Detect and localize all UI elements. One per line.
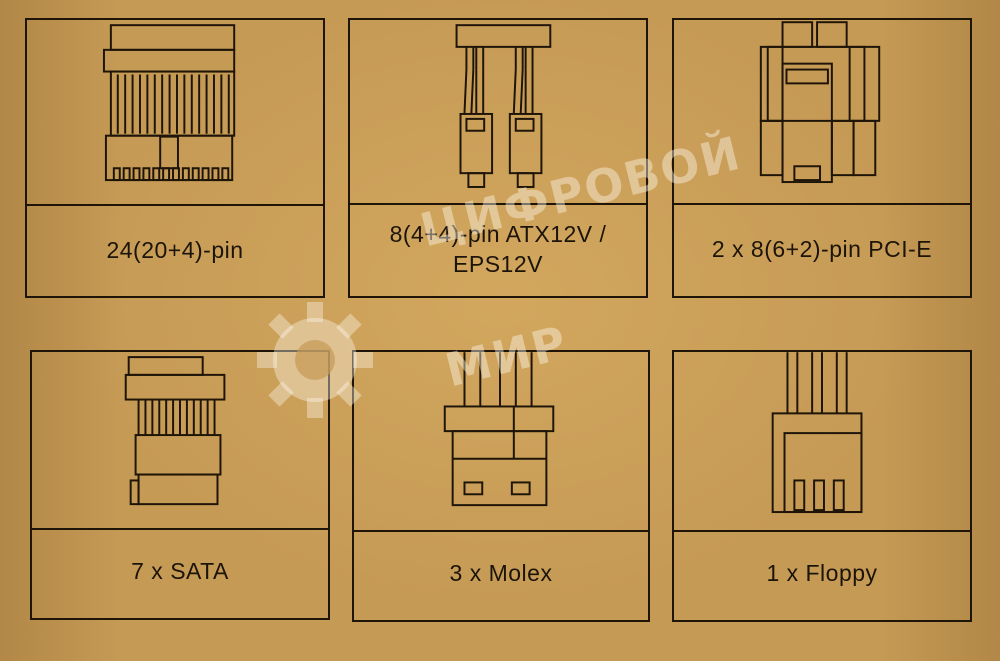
connector-atx12v-drawing [350,20,646,205]
drawing-line [512,69,517,115]
connector-floppy-drawing [674,352,970,532]
connector-card-floppy: 1 x Floppy [672,350,972,622]
drawing-rect [221,167,230,182]
drawing-line [463,69,468,115]
connector-card-24pin: 24(20+4)-pin [25,18,325,298]
connector-molex-drawing [354,352,648,532]
connector-sata-drawing [32,352,328,530]
drawing-rect [181,167,190,182]
connector-card-molex: 3 x Molex [352,350,650,622]
connector-24pin-drawing [27,20,323,206]
drawing-rect [172,167,180,182]
drawing-rect [813,479,825,512]
connector-atx12v-label: 8(4+4)-pin ATX12V / EPS12V [389,221,607,277]
drawing-rect [142,167,151,182]
connector-card-atx12v: 8(4+4)-pin ATX12V / EPS12V [348,18,648,298]
drawing-rect [122,167,131,182]
connector-card-sata: 7 x SATA [30,350,330,620]
drawing-line [519,69,524,115]
drawing-rect [832,479,845,512]
drawing-rect [201,167,210,182]
drawing-rect [152,167,161,182]
drawing-rect [793,479,806,512]
connector-pcie-label: 2 x 8(6+2)-pin PCI-E [711,236,933,263]
connector-card-pcie: 2 x 8(6+2)-pin PCI-E [672,18,972,298]
drawing-rect [162,167,171,182]
connector-pcie-drawing [674,20,970,205]
drawing-rect [132,167,141,182]
connector-floppy-label: 1 x Floppy [766,560,878,587]
drawing-rect [191,167,200,182]
drawing-rect [112,167,121,182]
connector-sata-label: 7 x SATA [131,558,229,585]
drawing-rect [211,167,220,182]
connector-24pin-label: 24(20+4)-pin [106,237,244,264]
connector-molex-label: 3 x Molex [449,560,553,587]
drawing-line [470,69,475,115]
